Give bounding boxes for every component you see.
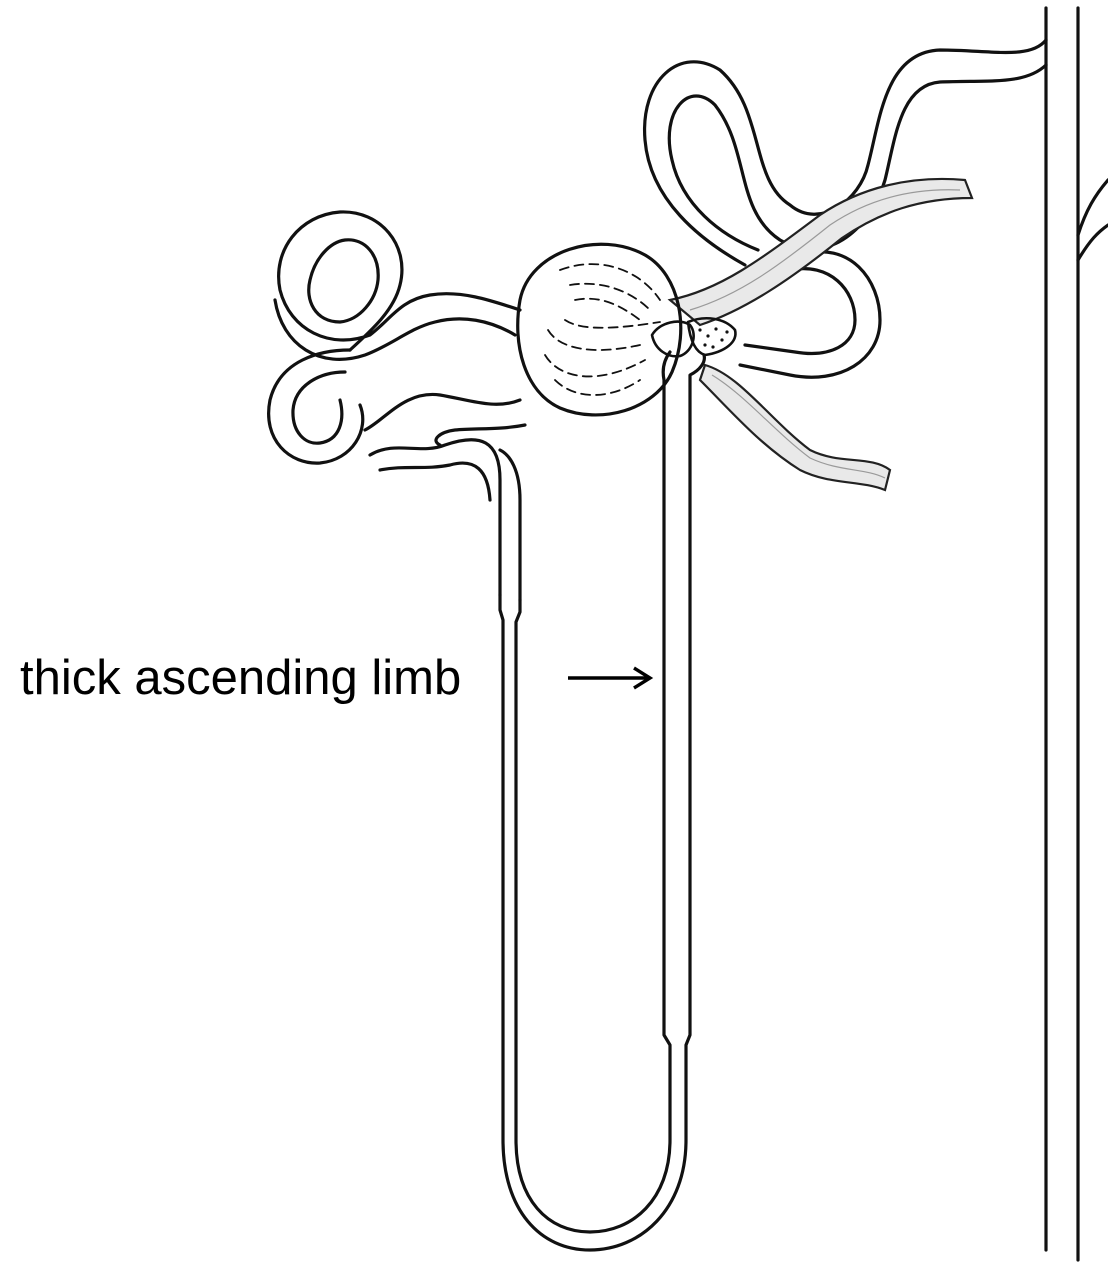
loop-of-henle bbox=[500, 352, 704, 1250]
proximal-convoluted-tubule bbox=[269, 212, 525, 595]
juxtaglomerular-apparatus bbox=[652, 318, 735, 356]
label-text-thick-ascending-limb: thick ascending limb bbox=[20, 651, 461, 705]
collecting-duct bbox=[1046, 8, 1108, 1260]
label-thick-ascending-limb: thick ascending limb bbox=[20, 651, 650, 705]
